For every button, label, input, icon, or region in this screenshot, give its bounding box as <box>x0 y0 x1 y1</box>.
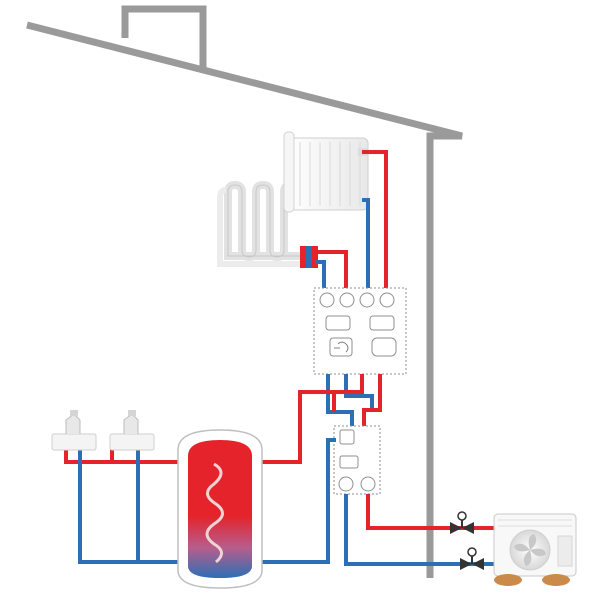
sink-left <box>51 410 97 451</box>
tank-coil <box>205 462 224 564</box>
valve-return <box>460 547 484 570</box>
floor-heating-loop <box>217 180 303 267</box>
roof-line <box>26 21 463 578</box>
chimney <box>121 5 207 68</box>
pipes-manifold <box>326 374 382 428</box>
sink-right <box>109 410 155 451</box>
heat-pump-foot-left <box>494 574 522 586</box>
floor-heating-connector <box>300 246 348 292</box>
valve-supply <box>450 511 474 534</box>
distribution-manifold <box>313 287 407 375</box>
hydraulic-module <box>333 425 381 495</box>
heat-pump-foot-right <box>542 574 570 586</box>
house-outline <box>26 5 463 578</box>
pipes-radiator <box>362 150 388 292</box>
outdoor-heat-pump <box>493 513 577 586</box>
hot-water-tank <box>177 429 263 589</box>
radiator <box>283 131 369 213</box>
pipes-domestic <box>64 444 186 564</box>
fan-icon <box>514 534 546 566</box>
